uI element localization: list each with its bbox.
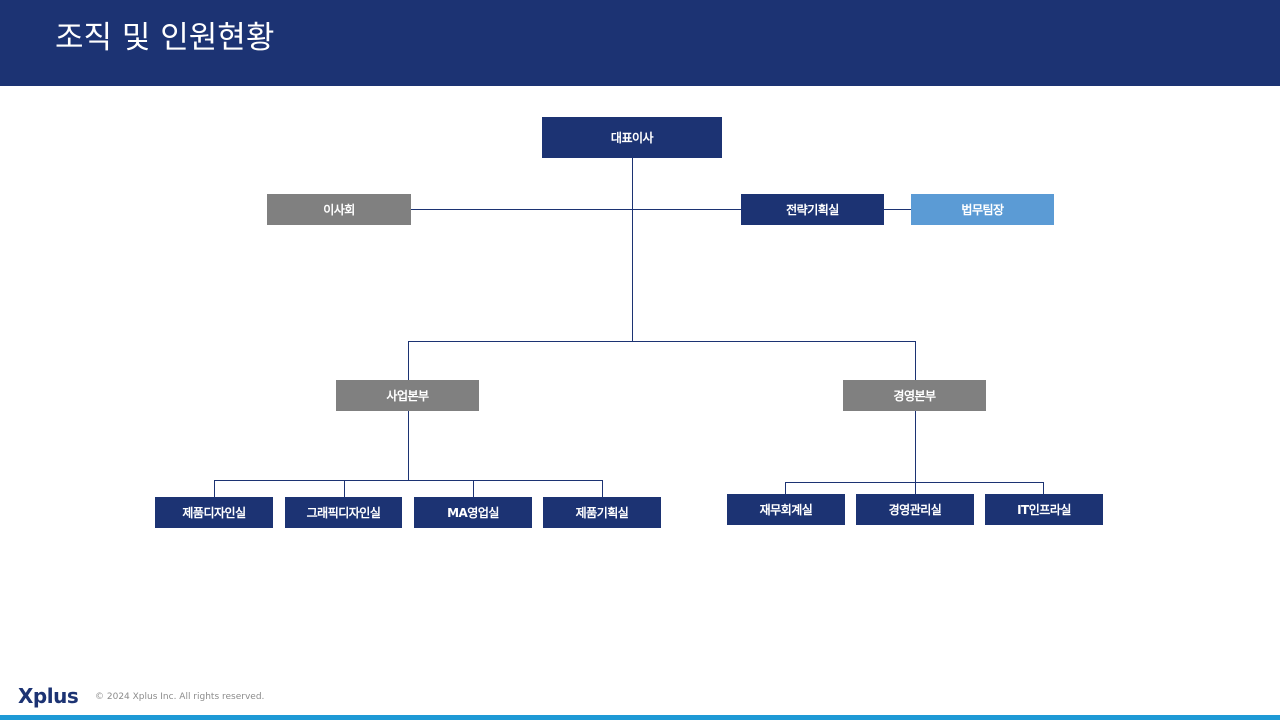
page-title: 조직 및 인원현황 — [55, 20, 275, 56]
node-management-team-1: 재무회계실 — [727, 494, 845, 525]
footer-accent-bar — [0, 715, 1280, 720]
footer-copyright: © 2024 Xplus Inc. All rights reserved. — [95, 692, 265, 702]
node-legal: 법무팀장 — [911, 194, 1054, 225]
node-business-hq: 사업본부 — [336, 380, 479, 411]
node-business-team-2: 그래픽디자인실 — [285, 497, 402, 528]
header-bar: 조직 및 인원현황 — [0, 0, 1280, 86]
footer-logo: Xplus — [18, 684, 79, 708]
node-management-team-2: 경영관리실 — [856, 494, 974, 525]
node-board: 이사회 — [267, 194, 411, 225]
node-business-team-4: 제품기획실 — [543, 497, 661, 528]
node-business-team-3: MA영업실 — [414, 497, 532, 528]
node-management-hq: 경영본부 — [843, 380, 986, 411]
node-strategy: 전략기획실 — [741, 194, 884, 225]
node-business-team-1: 제품디자인실 — [155, 497, 273, 528]
node-management-team-3: IT인프라실 — [985, 494, 1103, 525]
node-ceo: 대표이사 — [542, 117, 722, 158]
